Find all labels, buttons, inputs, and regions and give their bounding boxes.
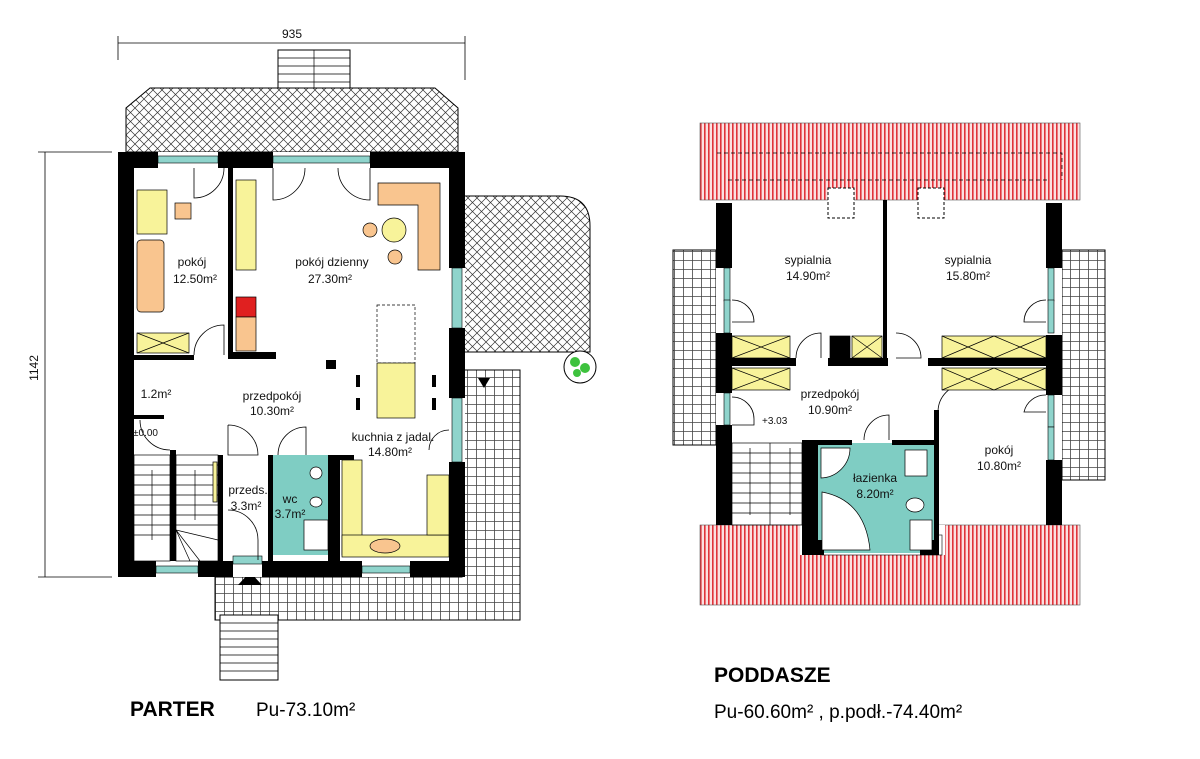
svg-text:pokój: pokój <box>985 443 1014 457</box>
svg-text:sypialnia: sypialnia <box>785 253 832 267</box>
balcony-left <box>672 249 717 446</box>
furniture <box>136 179 450 558</box>
svg-text:10.30m²: 10.30m² <box>250 404 294 418</box>
terrace-right <box>461 195 591 353</box>
sofa-corner <box>377 182 441 271</box>
fireplace <box>235 296 257 318</box>
svg-text:łazienka: łazienka <box>853 471 897 485</box>
parter-area: Pu-73.10m² <box>256 700 355 721</box>
walls <box>118 152 465 577</box>
svg-text:1.2m²: 1.2m² <box>141 387 172 401</box>
svg-text:wc: wc <box>282 492 298 506</box>
dimension-width-label: 935 <box>282 27 302 41</box>
room-label-lazienka: łazienka 8.20m² <box>853 471 897 501</box>
bathtub <box>821 491 871 551</box>
svg-text:14.90m²: 14.90m² <box>786 269 830 283</box>
dimension-width: 935 <box>117 27 466 80</box>
balcony-right <box>1061 249 1106 481</box>
furniture <box>731 335 1047 551</box>
room-label-przedpokoj: przedpokój 10.30m² <box>243 389 302 418</box>
svg-text:pokój: pokój <box>178 255 207 269</box>
svg-text:15.80m²: 15.80m² <box>946 269 990 283</box>
dimension-height-label: 1142 <box>27 355 41 381</box>
svg-text:przedpokój: przedpokój <box>801 387 860 401</box>
windows <box>723 267 1055 461</box>
coffee-table <box>381 217 407 243</box>
sink <box>904 449 928 477</box>
svg-text:sypialnia: sypialnia <box>945 253 992 267</box>
svg-text:8.20m²: 8.20m² <box>856 487 893 501</box>
room-label-sypialnia-2: sypialnia 15.80m² <box>945 253 992 283</box>
svg-text:14.80m²: 14.80m² <box>368 445 412 459</box>
room-label-przedsionek: przeds. 3.3m² <box>228 483 267 513</box>
svg-text:przedpokój: przedpokój <box>243 389 302 403</box>
wardrobe <box>941 335 1047 359</box>
svg-text:10.90m²: 10.90m² <box>808 403 852 417</box>
staircase <box>731 442 803 526</box>
entrance-stairs <box>219 614 279 681</box>
room-label-kuchnia: kuchnia z jadal. 14.80m² <box>352 430 435 459</box>
poddasze-title: PODDASZE <box>714 664 831 687</box>
roof-canopy <box>125 87 459 153</box>
sofa-pokoj <box>136 239 165 313</box>
windows <box>155 155 463 574</box>
poddasze-area: Pu-60.60m² , p.podł.-74.40m² <box>714 702 962 723</box>
walls <box>716 200 1062 555</box>
svg-text:27.30m²: 27.30m² <box>308 272 352 286</box>
parter-title: PARTER <box>130 698 215 721</box>
roof-top <box>699 122 1081 201</box>
room-label-pokoj: pokój 12.50m² <box>173 255 217 286</box>
level-marker: +3.03 <box>762 416 788 427</box>
parter-plan: 935 1142 <box>27 27 597 721</box>
svg-text:przeds.: przeds. <box>228 483 267 497</box>
dining-table <box>376 362 416 419</box>
roof-window <box>917 187 945 219</box>
doors <box>139 167 450 560</box>
plant-icon <box>563 350 597 384</box>
svg-text:kuchnia z jadal.: kuchnia z jadal. <box>352 430 435 444</box>
wardrobe <box>941 367 1047 391</box>
shower <box>820 447 851 479</box>
room-label-przedpokoj: przedpokój 10.90m² <box>801 387 860 417</box>
svg-text:3.7m²: 3.7m² <box>275 507 306 521</box>
svg-text:10.80m²: 10.80m² <box>977 459 1021 473</box>
room-label-wc: wc 3.7m² <box>275 492 306 521</box>
svg-text:12.50m²: 12.50m² <box>173 272 217 286</box>
roof-window <box>827 187 855 219</box>
room-label-pokoj: pokój 10.80m² <box>977 443 1021 473</box>
staircase <box>133 454 219 562</box>
room-label-closet: 1.2m² <box>141 387 172 401</box>
poddasze-plan: +3.03 sypialnia 14.90m² sypialnia 15.80m… <box>672 122 1106 723</box>
room-label-pokoj-dzienny: pokój dzienny 27.30m² <box>295 255 368 286</box>
svg-text:pokój dzienny: pokój dzienny <box>295 255 368 269</box>
level-marker: ±0.00 <box>133 428 158 439</box>
cabinet-living <box>235 179 257 271</box>
dimension-height: 1142 <box>27 151 112 578</box>
desk <box>136 189 168 235</box>
room-label-sypialnia-1: sypialnia 14.90m² <box>785 253 832 283</box>
svg-text:3.3m²: 3.3m² <box>231 499 262 513</box>
